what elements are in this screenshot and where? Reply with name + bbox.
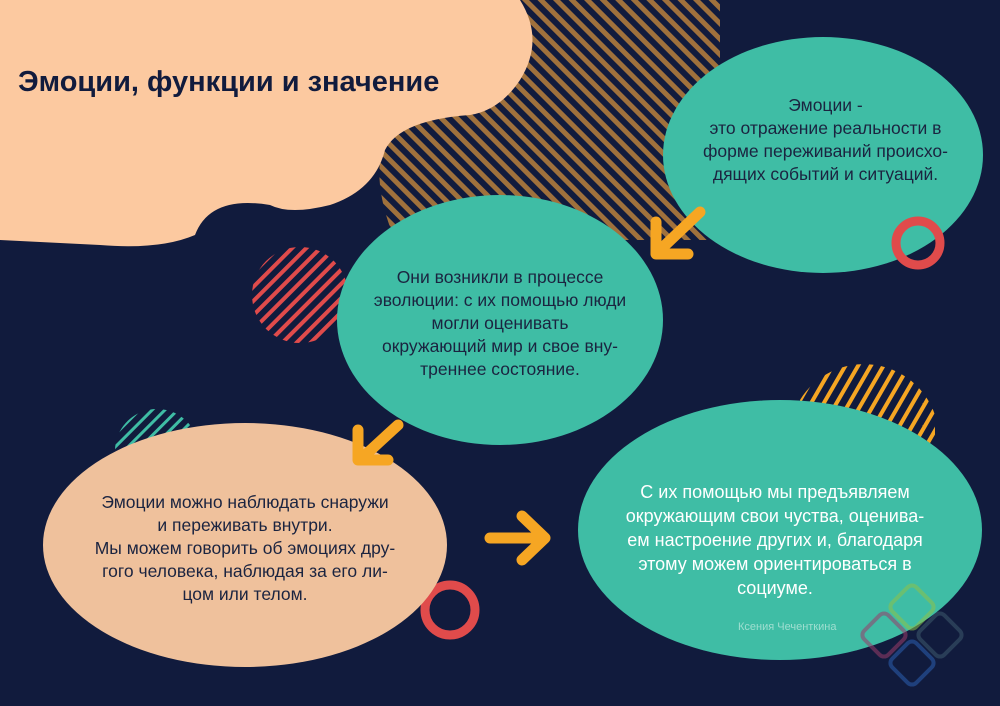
peach-blob — [0, 0, 533, 247]
bubble-1-text: Эмоции - это отражение реальности в форм… — [703, 95, 948, 184]
red-striped-circle — [252, 247, 348, 343]
page-title: Эмоции, функции и значение — [18, 66, 440, 98]
author-signature: Ксения Чеченткина — [738, 621, 837, 633]
arrow-right-icon — [484, 510, 551, 566]
bubble-2 — [337, 195, 663, 445]
bubble-3-text: Эмоции можно наблюдать снаружи и пережив… — [94, 492, 396, 604]
bubble-1 — [663, 37, 983, 273]
red-ring-1 — [891, 216, 945, 270]
bubble-3 — [43, 423, 447, 667]
logo-icon — [860, 583, 964, 687]
bubble-4-text: С их помощью мы предъявляем окружающим с… — [625, 482, 925, 598]
arrow-down-left-icon — [352, 419, 404, 466]
bubble-4 — [578, 400, 982, 660]
red-ring-2 — [420, 580, 480, 640]
bubble-2-text: Они возникли в процессе эволюции: с их п… — [373, 267, 627, 379]
arrow-down-left-icon — [650, 206, 706, 260]
